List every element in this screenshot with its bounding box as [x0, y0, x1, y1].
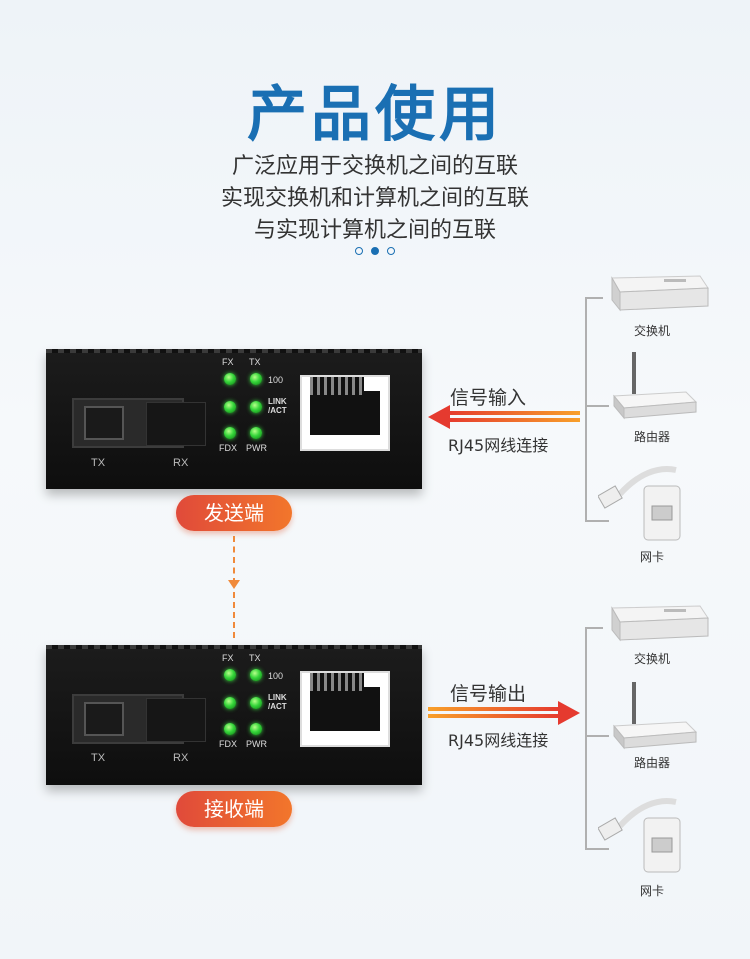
signal-input-label: 信号输入 [450, 387, 527, 409]
subtitle-line-2: 实现交换机和计算机之间的互联 [220, 186, 529, 211]
led-fdx-label: FDX [219, 443, 237, 453]
port-rx-label: RX [173, 752, 189, 764]
led-link-label: LINK /ACT [268, 397, 287, 415]
fiber-port [72, 694, 206, 744]
led-indicator [224, 401, 236, 413]
usb-network-adapter-icon [598, 798, 681, 873]
led-indicator [250, 669, 262, 681]
tree-connector [585, 297, 603, 299]
arrow-right-icon [428, 701, 580, 725]
switch-icon [611, 275, 709, 312]
fiber-rx-socket [146, 402, 206, 446]
carousel-dot-active[interactable] [371, 247, 379, 255]
device-label-switch: 交换机 [633, 324, 670, 338]
led-indicator [250, 723, 262, 735]
tree-connector [585, 735, 609, 737]
led-pwr-label: PWR [246, 739, 267, 749]
fiber-port [72, 398, 206, 448]
receiver-badge: 接收端 [176, 791, 292, 827]
device-label-nic: 网卡 [639, 550, 664, 564]
tree-connector [585, 627, 587, 849]
led-indicator [250, 401, 262, 413]
device-label-nic: 网卡 [639, 884, 664, 898]
cable-label: RJ45网线连接 [448, 436, 549, 455]
usb-network-adapter-icon [598, 466, 681, 541]
transmitter-badge: 发送端 [176, 495, 292, 531]
tree-connector [585, 520, 609, 522]
subtitle-line-3: 与实现计算机之间的互联 [253, 218, 496, 243]
led-link-label: LINK /ACT [268, 693, 287, 711]
led-indicator [224, 697, 236, 709]
fiber-tx-socket [84, 702, 124, 736]
device-label-switch: 交换机 [633, 652, 670, 666]
arrow-down-icon [228, 580, 240, 589]
led-fx-label: FX [222, 357, 234, 367]
led-100-label: 100 [268, 671, 284, 681]
led-indicator [250, 697, 262, 709]
tree-connector [585, 405, 609, 407]
page-title: 产品使用 [247, 80, 503, 150]
led-100-label: 100 [268, 375, 284, 385]
tree-connector [585, 297, 587, 521]
port-tx-label: TX [91, 752, 106, 764]
receiver-media-converter: TX RX FX TX 100 LINK /ACT FDX PWR [46, 645, 422, 785]
tree-connector [585, 627, 603, 629]
device-label-router: 路由器 [633, 756, 670, 770]
flow-dashed-line [233, 536, 235, 584]
carousel-dots [355, 247, 395, 255]
led-indicator [224, 723, 236, 735]
led-indicator [250, 373, 262, 385]
flow-dashed-line [233, 592, 235, 638]
led-fdx-label: FDX [219, 739, 237, 749]
led-tx-label: TX [249, 357, 261, 367]
cable-label: RJ45网线连接 [448, 731, 549, 750]
rj45-port [300, 375, 390, 451]
led-tx-label: TX [249, 653, 261, 663]
router-icon [612, 682, 698, 750]
router-icon [612, 352, 698, 420]
carousel-dot[interactable] [387, 247, 395, 255]
fiber-rx-socket [146, 698, 206, 742]
transmitter-media-converter: TX RX FX TX 100 LINK /ACT FDX PWR [46, 349, 422, 489]
port-rx-label: RX [173, 457, 189, 469]
port-tx-label: TX [91, 457, 106, 469]
carousel-dot[interactable] [355, 247, 363, 255]
led-indicator [224, 427, 236, 439]
device-label-router: 路由器 [633, 430, 670, 444]
led-indicator [224, 669, 236, 681]
subtitle-line-1: 广泛应用于交换机之间的互联 [231, 154, 518, 179]
led-indicator [250, 427, 262, 439]
tree-connector [585, 848, 609, 850]
led-fx-label: FX [222, 653, 234, 663]
led-indicator [224, 373, 236, 385]
switch-icon [611, 605, 709, 642]
signal-output-label: 信号输出 [450, 683, 527, 705]
fiber-tx-socket [84, 406, 124, 440]
arrow-left-icon [428, 405, 580, 429]
led-pwr-label: PWR [246, 443, 267, 453]
rj45-port [300, 671, 390, 747]
